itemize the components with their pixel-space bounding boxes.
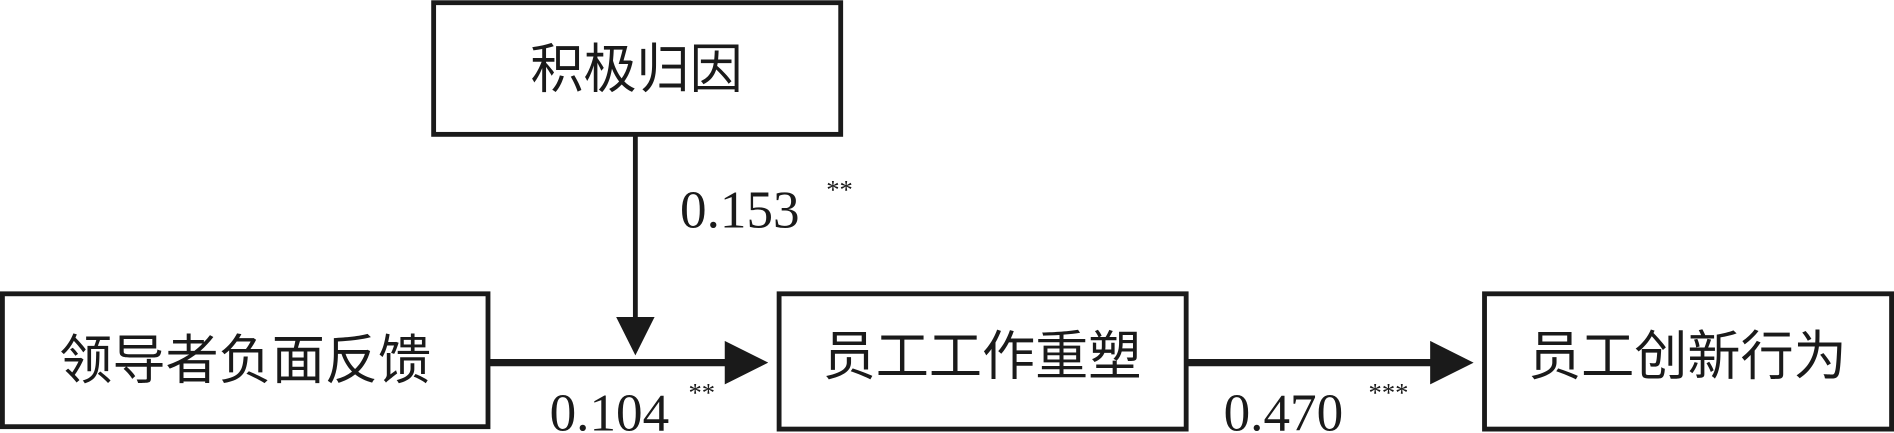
b-path-coefficient: 0.470 *** [1224,377,1409,433]
node-moderator-label: 积极归因 [530,38,743,100]
svg-text:0.104: 0.104 [550,384,670,433]
svg-text:***: *** [1369,377,1409,407]
node-mediator: 员工工作重塑 [776,291,1189,432]
svg-text:**: ** [826,174,853,204]
svg-text:0.153: 0.153 [680,181,800,239]
svg-text:0.470: 0.470 [1224,384,1344,433]
moderation-coefficient: 0.153 ** [680,174,853,239]
node-independent-label: 领导者负面反馈 [59,329,431,391]
node-dependent-label: 员工创新行为 [1528,326,1847,388]
svg-text:**: ** [689,377,716,407]
node-mediator-label: 员工工作重塑 [823,326,1142,388]
node-independent: 领导者负面反馈 [0,291,491,430]
node-dependent: 员工创新行为 [1482,291,1894,432]
node-moderator: 积极归因 [431,0,844,137]
a-path-coefficient: 0.104 ** [550,377,715,433]
